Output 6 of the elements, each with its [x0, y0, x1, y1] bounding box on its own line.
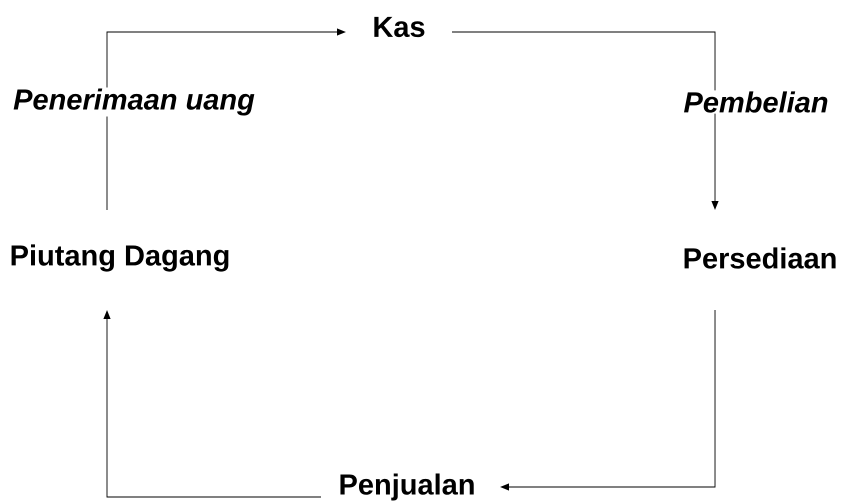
edge-label: Penerimaan uang: [12, 87, 256, 116]
node-label: Penjualan: [340, 473, 474, 501]
node-label: Kas: [374, 16, 424, 38]
node-label: Persediaan: [684, 247, 836, 269]
edge-label: Pembelian: [682, 90, 830, 114]
node-label: Piutang Dagang: [12, 244, 228, 272]
